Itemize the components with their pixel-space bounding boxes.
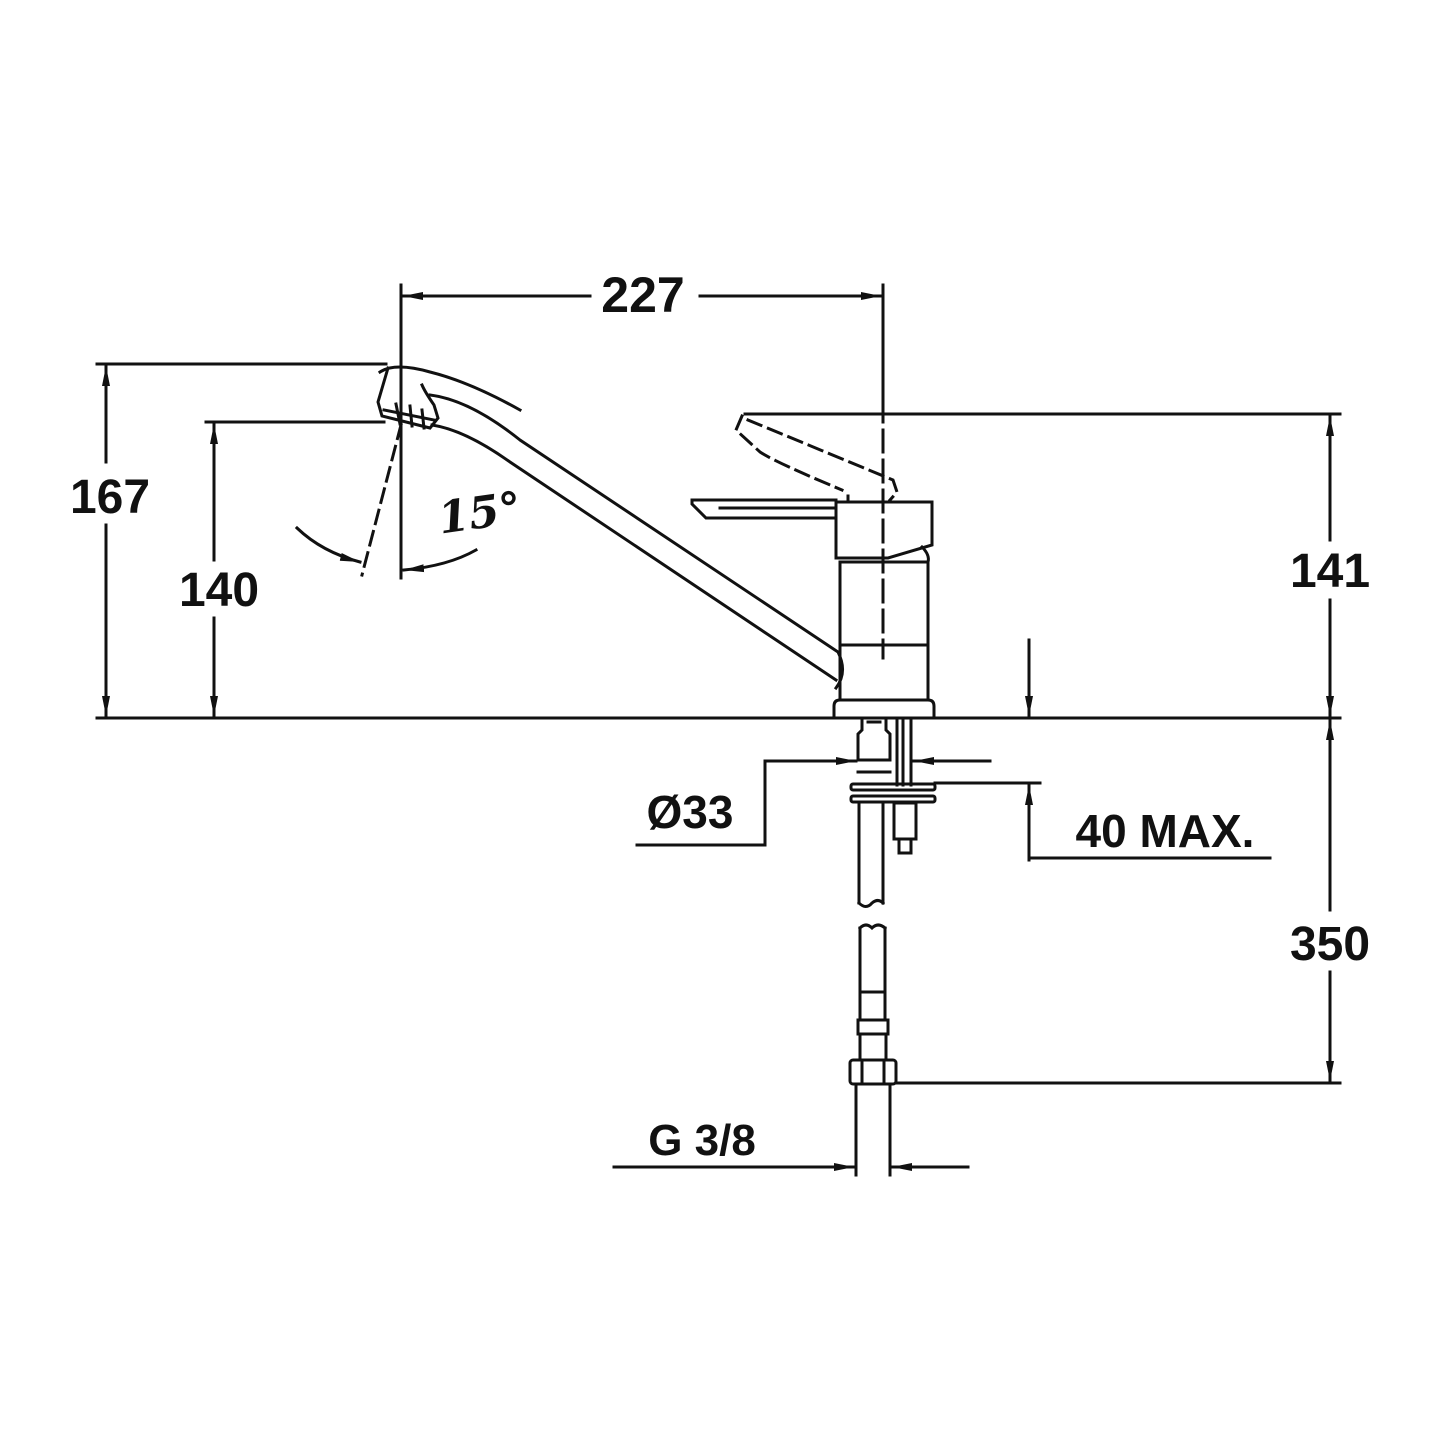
label-thread: G 3/8 — [648, 1116, 756, 1165]
label-max-thickness: 40 MAX. — [1076, 805, 1255, 857]
label-overall-height: 167 — [70, 471, 150, 524]
label-angle: 15° — [435, 482, 525, 544]
label-outlet-height: 140 — [179, 564, 259, 617]
dimension-140 — [204, 420, 386, 718]
label-spout-reach: 227 — [601, 267, 684, 323]
label-shank-diameter: Ø33 — [647, 786, 734, 838]
dimension-227 — [399, 283, 885, 580]
mounting-assembly — [848, 716, 937, 1177]
lever-open-position — [734, 414, 899, 503]
dimension-angle — [294, 423, 479, 577]
dimension-141 — [743, 412, 1342, 718]
dimension-diameter — [635, 757, 992, 847]
faucet-body — [376, 365, 936, 718]
label-hose-length: 350 — [1290, 918, 1370, 971]
dimension-167 — [95, 362, 388, 718]
label-lever-height: 141 — [1290, 545, 1370, 598]
dimension-40-max — [933, 638, 1272, 862]
dimension-350 — [894, 718, 1342, 1085]
